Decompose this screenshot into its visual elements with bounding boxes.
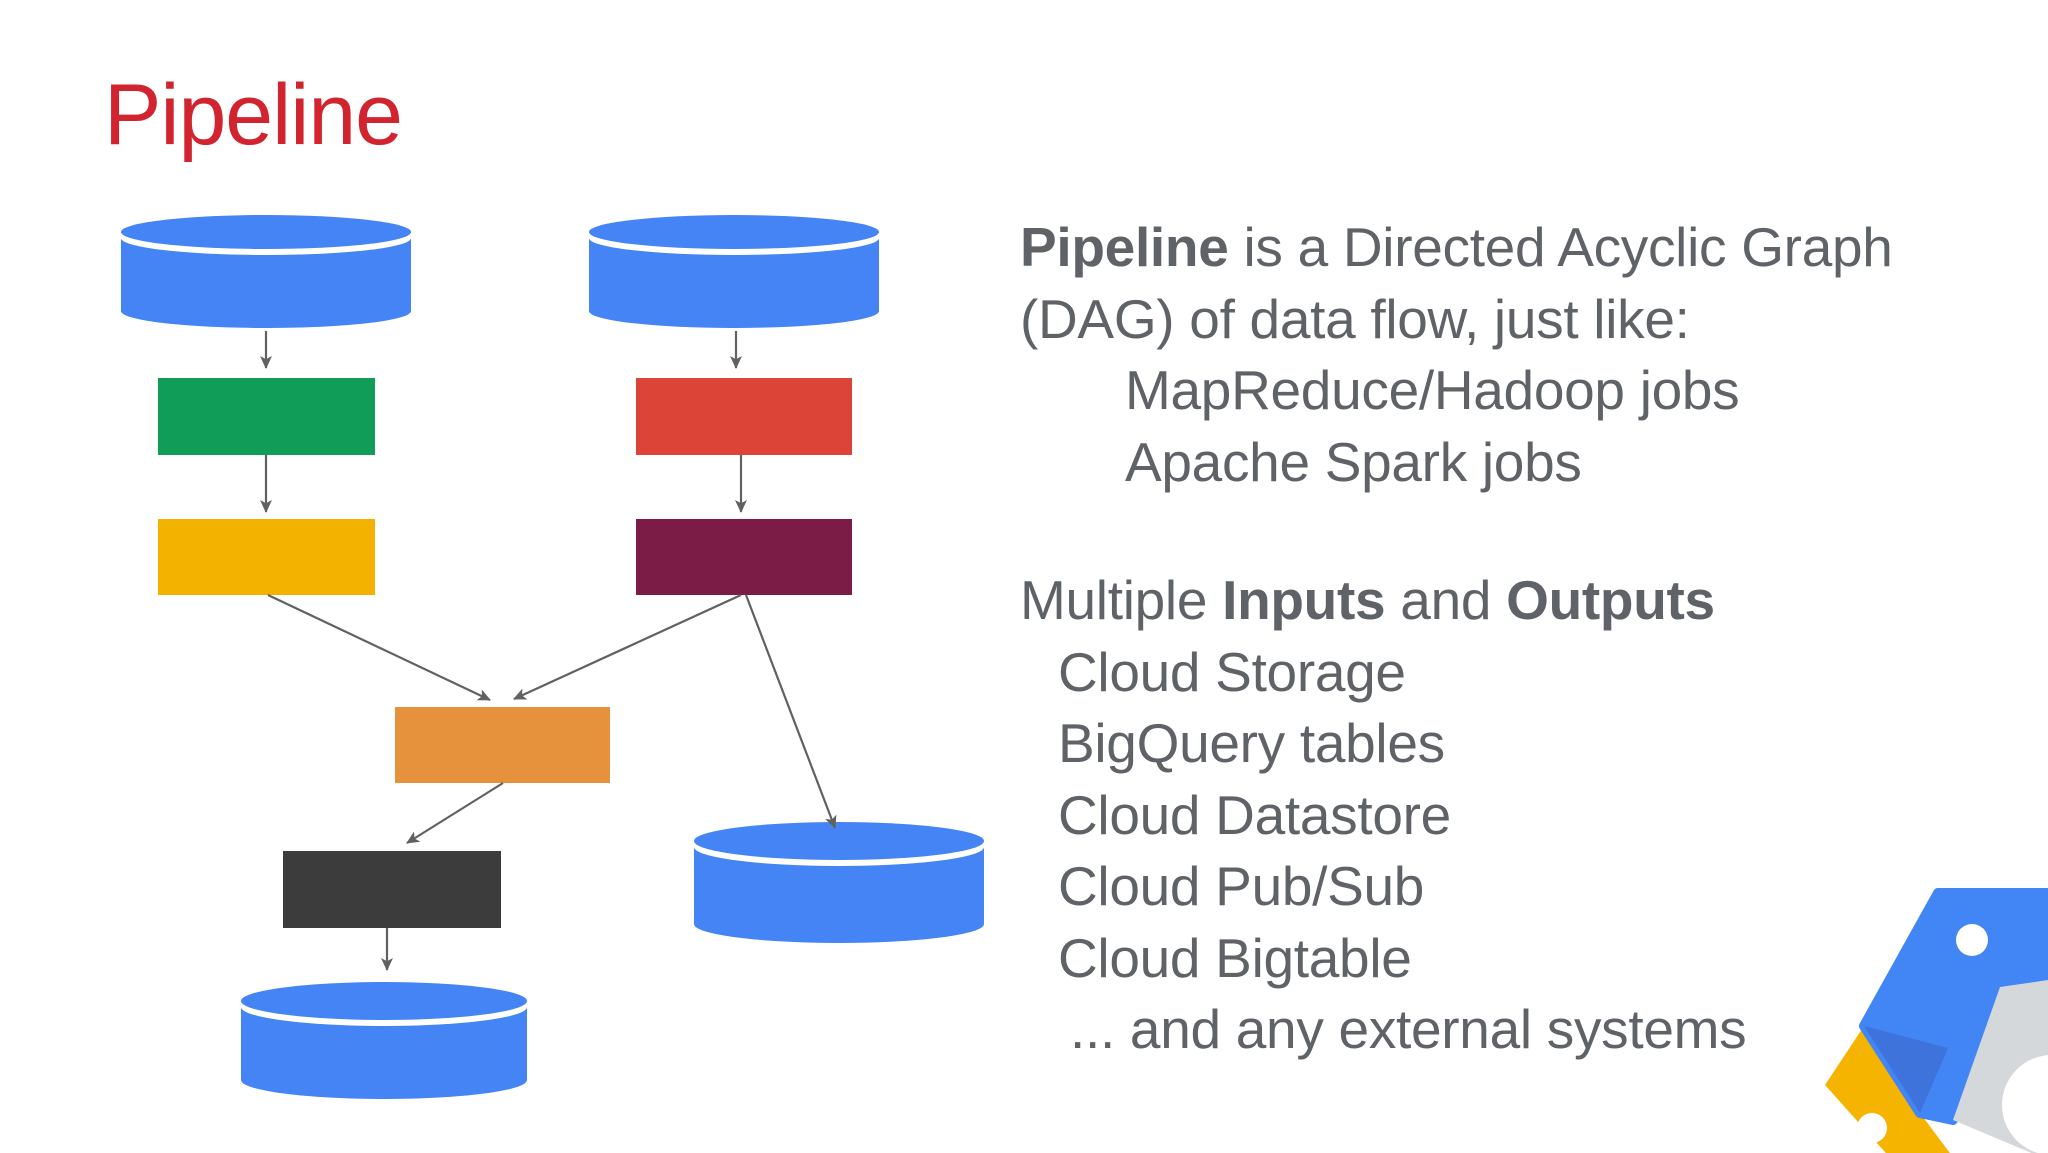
list-item: MapReduce/Hadoop jobs xyxy=(1125,359,1740,421)
cylinder-bottom xyxy=(694,905,984,943)
logo-blue-fold-shade xyxy=(1864,1026,1948,1113)
cylinder-top xyxy=(694,822,984,860)
text-line: Pipeline is a Directed Acyclic Graph xyxy=(1020,212,1893,284)
text-run: Multiple xyxy=(1020,569,1223,631)
text-run: and xyxy=(1385,569,1507,631)
transform-node-orange xyxy=(395,707,610,783)
arrow-maroon-to-orange xyxy=(513,593,742,701)
list-item: Apache Spark jobs xyxy=(1125,430,1582,493)
cylinder-bottom xyxy=(121,294,411,328)
google-cloud-platform-logo xyxy=(1825,888,2048,1153)
arrow-yellow-to-orange xyxy=(267,594,491,701)
logo-center-circle xyxy=(2002,1055,2048,1153)
bold-keyword: Inputs xyxy=(1222,569,1386,631)
logo-yellow-dot xyxy=(1857,1113,1887,1143)
transform-node-maroon xyxy=(636,519,852,595)
output-database-cylinder-bottom xyxy=(241,982,527,1099)
arrow-orange-to-dark xyxy=(406,782,504,844)
list-item: Cloud Pub/Sub xyxy=(1058,855,1425,917)
dag-arrows xyxy=(260,331,837,971)
cylinder-top xyxy=(121,215,411,249)
slide-title: Pipeline xyxy=(104,67,403,163)
list-item: BigQuery tables xyxy=(1058,712,1445,774)
text-line: (DAG) of data flow, just like: xyxy=(1020,287,1690,350)
text-line: Multiple Inputs and Outputs xyxy=(1020,565,1746,637)
list-item: Cloud Bigtable xyxy=(1058,926,1412,989)
input-database-cylinder-right xyxy=(589,215,879,328)
cylinder-top xyxy=(241,982,527,1020)
bold-keyword: Pipeline xyxy=(1020,216,1229,278)
paragraph-inputs-outputs: Multiple Inputs and Outputs Cloud Storag… xyxy=(1020,565,1747,1066)
cylinder-top xyxy=(589,215,879,249)
list-item: Cloud Datastore xyxy=(1058,783,1451,846)
arrow-maroon-to-output-cylinder xyxy=(744,594,837,829)
logo-yellow-band xyxy=(1825,1026,1950,1153)
cylinder-bottom xyxy=(589,294,879,328)
text-run: is a Directed Acyclic Graph xyxy=(1228,216,1893,278)
paragraph-dag-description: Pipeline is a Directed Acyclic Graph (DA… xyxy=(1020,212,1893,498)
transform-node-dark xyxy=(283,851,501,928)
transform-node-red xyxy=(636,378,852,455)
list-item-footnote: ... and any external systems xyxy=(1070,998,1747,1060)
bold-keyword: Outputs xyxy=(1506,569,1715,631)
output-database-cylinder-right xyxy=(694,822,984,943)
transform-node-yellow xyxy=(158,519,375,595)
input-database-cylinder-left xyxy=(121,215,411,328)
transform-node-green xyxy=(158,378,375,455)
logo-blue-dot xyxy=(1956,924,1988,956)
cylinder-bottom xyxy=(241,1061,527,1099)
list-item: Cloud Storage xyxy=(1058,640,1406,703)
